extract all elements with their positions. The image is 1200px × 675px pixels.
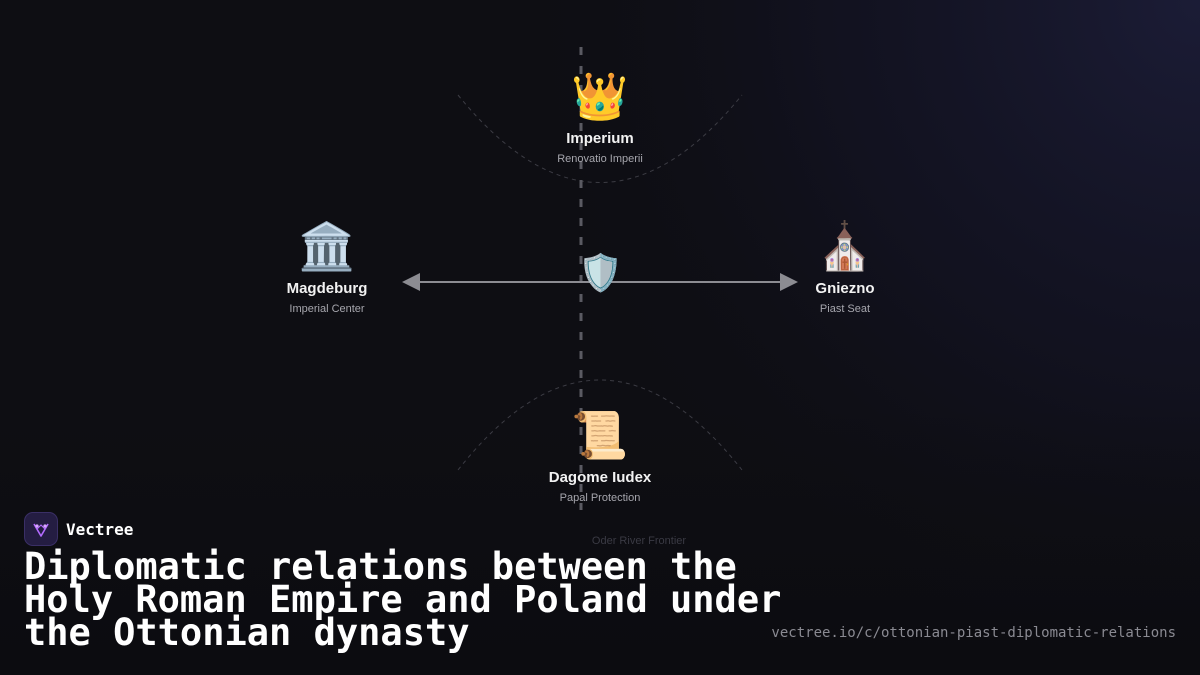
node-title: Magdeburg (286, 280, 368, 297)
page-url[interactable]: vectree.io/c/ottonian-piast-diplomatic-r… (771, 625, 1176, 641)
vectree-logo-icon (24, 512, 58, 546)
node-magdeburg: 🏛️ Magdeburg Imperial Center (227, 218, 427, 315)
brand-name: Vectree (66, 519, 134, 539)
node-title: Dagome Iudex (548, 469, 652, 486)
scroll-icon: 📜 (571, 408, 629, 462)
arrow-head-right (780, 273, 798, 291)
bottom-arc (457, 379, 743, 471)
arrow-head-left (402, 273, 420, 291)
brand[interactable]: Vectree (24, 512, 133, 546)
node-imperium: 👑 Imperium Renovatio Imperii (500, 68, 700, 165)
top-arc (457, 94, 743, 183)
node-gniezno: ⛪ Gniezno Piast Seat (745, 218, 945, 315)
classical-building-icon: 🏛️ (298, 219, 356, 273)
node-subtitle: Papal Protection (559, 492, 641, 504)
node-subtitle: Renovatio Imperii (557, 153, 643, 165)
page-title: Diplomatic relations between the Holy Ro… (24, 545, 782, 654)
church-icon: ⛪ (816, 219, 874, 273)
node-subtitle: Imperial Center (289, 303, 365, 315)
frontier-label: Oder River Frontier (591, 535, 687, 547)
node-dagome-iudex: 📜 Dagome Iudex Papal Protection (500, 407, 700, 504)
node-title: Gniezno (815, 280, 875, 297)
crown-icon: 👑 (571, 69, 629, 123)
node-subtitle: Piast Seat (819, 303, 871, 315)
node-title: Imperium (566, 130, 634, 147)
shield-icon: 🛡️ (578, 253, 623, 294)
